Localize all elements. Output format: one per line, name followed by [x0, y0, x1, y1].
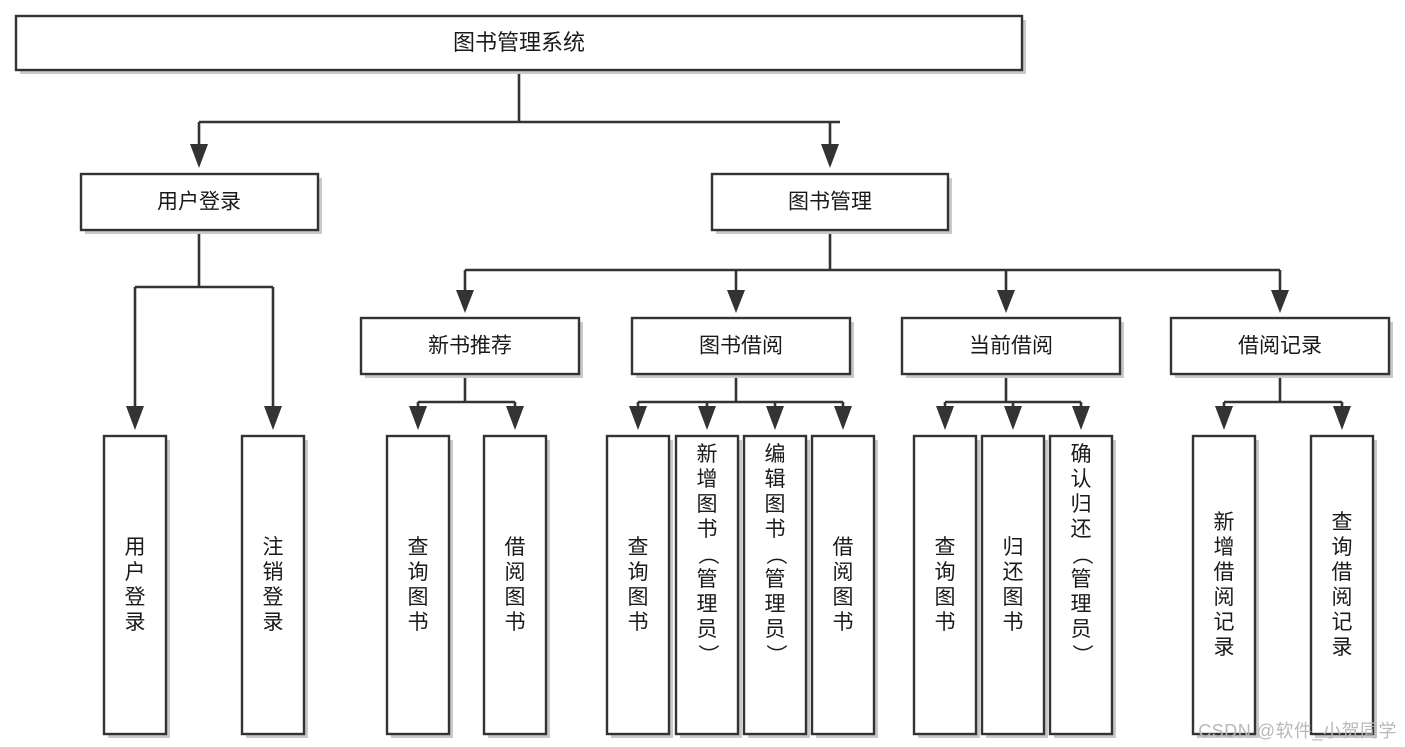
current-borrow-node-label: 当前借阅	[969, 335, 1053, 358]
new-book-recommend-node-box[interactable]	[359, 316, 581, 376]
leaf-query-book-3-box[interactable]	[912, 434, 978, 736]
arrow-head-user-login	[190, 144, 208, 168]
arrow-head-current-borrow	[997, 290, 1015, 313]
arrow-head-leaf-query-book-3	[936, 406, 954, 430]
leaf-borrow-book-1-box[interactable]	[482, 434, 548, 736]
arrow-head-leaf-return-book	[1004, 406, 1022, 430]
arrow-head-new-book-recommend	[456, 290, 474, 313]
arrow-head-leaf-borrow-book-1	[506, 406, 524, 430]
arrow-head-leaf-add-borrow-record	[1215, 406, 1233, 430]
node-layer: 图书管理系统 用户登录 图书管理 新书推荐 图书借阅 当前借阅 借阅记录	[14, 14, 1393, 738]
arrow-head-leaf-confirm-return	[1072, 406, 1090, 430]
user-login-node-label: 用户登录	[157, 191, 241, 214]
leaf-query-book-2-box[interactable]	[605, 434, 671, 736]
arrow-head-book-borrow	[727, 290, 745, 313]
book-borrow-node-label: 图书借阅	[699, 335, 783, 358]
root-node-box[interactable]	[14, 14, 1024, 72]
leaf-return-book-box[interactable]	[980, 434, 1046, 736]
leaf-borrow-book-2-box[interactable]	[810, 434, 876, 736]
book-manage-node-box[interactable]	[710, 172, 950, 232]
new-book-recommend-node-label: 新书推荐	[428, 335, 512, 358]
book-manage-node-label: 图书管理	[788, 191, 872, 214]
leaf-confirm-return-box[interactable]	[1048, 434, 1114, 736]
root-node-label: 图书管理系统	[453, 30, 585, 55]
borrow-record-node-label: 借阅记录	[1238, 335, 1322, 358]
leaf-query-book-1-box[interactable]	[385, 434, 451, 736]
current-borrow-node-box[interactable]	[900, 316, 1122, 376]
leaf-add-book-box[interactable]	[674, 434, 740, 736]
csdn-watermark: CSDN @软件_小贺同学	[1198, 721, 1397, 741]
arrow-head-borrow-record	[1271, 290, 1289, 313]
leaf-logout-login-box[interactable]	[240, 434, 306, 736]
arrow-head-leaf-user-login	[126, 406, 144, 430]
book-borrow-node-box[interactable]	[630, 316, 852, 376]
leaf-box-layer	[102, 434, 1377, 738]
arrow-head-leaf-add-book	[698, 406, 716, 430]
user-login-node-box[interactable]	[79, 172, 320, 232]
arrow-head-leaf-query-borrow-record	[1333, 406, 1351, 430]
leaf-query-borrow-record-box[interactable]	[1309, 434, 1375, 736]
arrow-head-book-manage	[821, 144, 839, 168]
arrow-head-leaf-borrow-book-2	[834, 406, 852, 430]
leaf-edit-book-box[interactable]	[742, 434, 808, 736]
leaf-user-login-box[interactable]	[102, 434, 168, 736]
borrow-record-node-box[interactable]	[1169, 316, 1391, 376]
leaf-add-borrow-record-box[interactable]	[1191, 434, 1257, 736]
arrow-head-leaf-logout-login	[264, 406, 282, 430]
arrow-head-leaf-query-book-2	[629, 406, 647, 430]
arrow-head-leaf-edit-book	[766, 406, 784, 430]
arrow-head-leaf-query-book-1	[409, 406, 427, 430]
connector-layer	[126, 70, 1351, 430]
